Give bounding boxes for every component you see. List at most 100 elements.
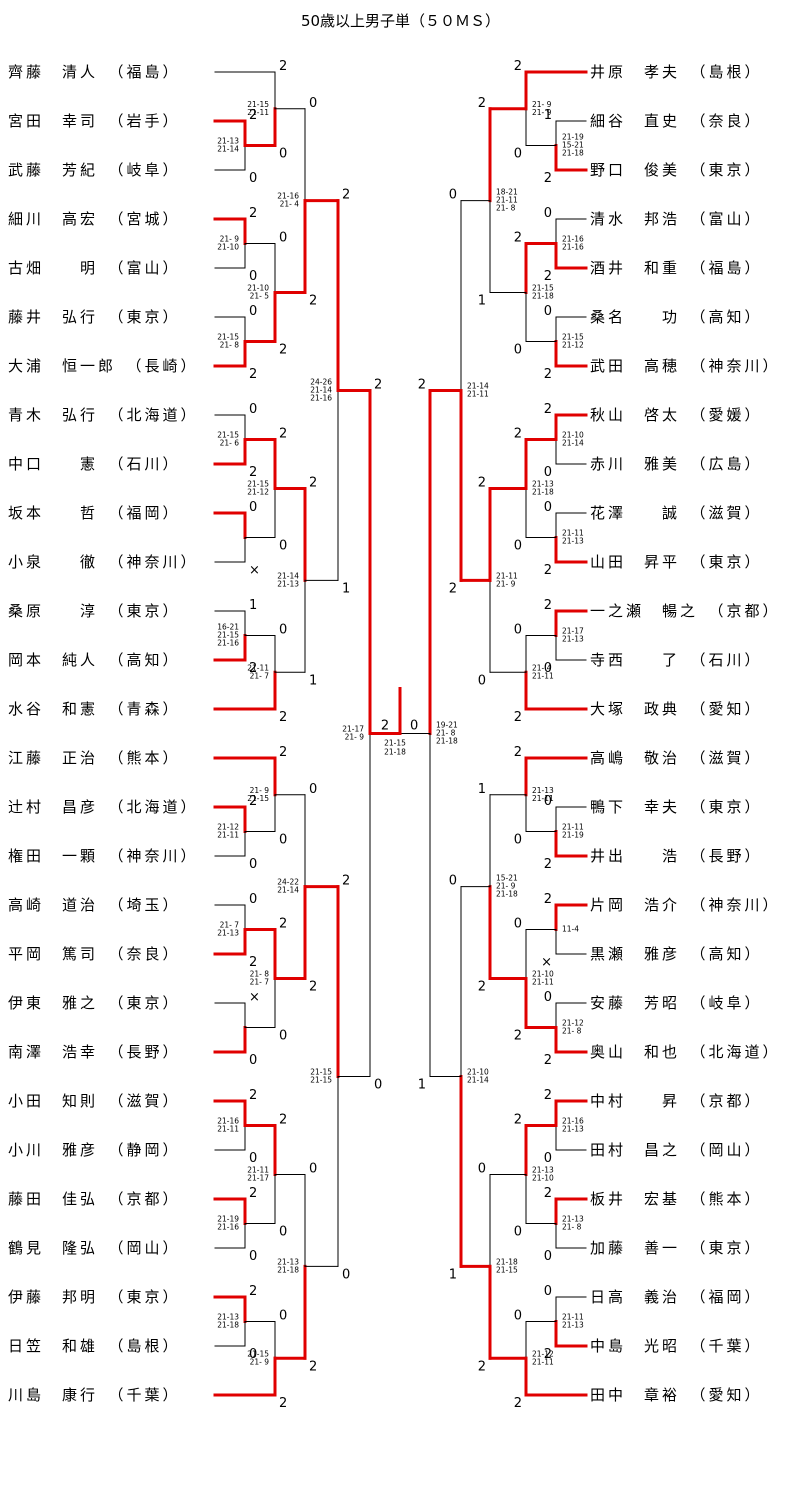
player-name-right: 片岡 浩介 （神奈川） — [590, 896, 781, 914]
player-name-right: 日高 義治 （福岡） — [590, 1288, 763, 1306]
match-score: 2 — [249, 206, 257, 221]
match-score: 2 — [544, 1053, 552, 1068]
player-name-left: 中口 憲 （石川） — [8, 455, 181, 473]
match-score: 2 — [374, 378, 382, 393]
match-score: 0 — [514, 1225, 522, 1240]
game-score: 21- 7 — [250, 671, 270, 680]
match-score: 1 — [449, 1267, 457, 1282]
player-name-left: 伊藤 邦明 （東京） — [8, 1288, 181, 1306]
game-score: 21-10 — [562, 431, 584, 440]
match-score: 2 — [544, 1347, 552, 1362]
game-score: 21-11 — [217, 1125, 239, 1134]
player-name-right: 板井 宏基 （熊本） — [590, 1190, 763, 1208]
game-score: 21-15 — [217, 333, 239, 342]
game-score: 21- 8 — [496, 204, 516, 213]
game-score: 21-11 — [247, 108, 269, 117]
game-score: 21- 7 — [250, 978, 270, 987]
game-score: 21-17 — [247, 1174, 269, 1183]
game-score: 21-13 — [532, 480, 554, 489]
match-score: 0 — [279, 1029, 287, 1044]
game-score: 21-11 — [247, 1166, 269, 1175]
player-name-left: 宮田 幸司 （岩手） — [8, 112, 181, 130]
player-name-right: 黒瀬 雅彦 （高知） — [590, 945, 763, 963]
game-score: 21- 8 — [436, 729, 456, 738]
match-score: 2 — [249, 465, 257, 480]
game-score: 21-15 — [532, 284, 554, 293]
match-score: 2 — [544, 367, 552, 382]
player-name-right: 清水 邦浩 （富山） — [590, 210, 763, 228]
match-score: 2 — [449, 581, 457, 596]
game-score: 21-16 — [277, 192, 299, 201]
match-score: 0 — [544, 500, 552, 515]
match-score: 0 — [249, 269, 257, 284]
player-name-right: 安藤 芳昭 （岐阜） — [590, 994, 763, 1012]
player-name-left: 川島 康行 （千葉） — [8, 1386, 181, 1404]
player-name-left: 伊東 雅之 （東京） — [8, 994, 181, 1012]
match-score: 2 — [309, 980, 317, 995]
player-name-right: 田村 昌之 （岡山） — [590, 1141, 763, 1159]
match-score: 0 — [309, 1162, 317, 1177]
player-name-right: 酒井 和重 （福島） — [590, 259, 763, 277]
player-name-right: 大塚 政典 （愛知） — [590, 700, 763, 718]
game-score: 21-18 — [496, 1257, 518, 1266]
match-score: 0 — [309, 782, 317, 797]
game-score: 21-15 — [247, 480, 269, 489]
match-score: 2 — [249, 367, 257, 382]
match-score: 2 — [279, 427, 287, 442]
game-score: 21-15 — [496, 1265, 518, 1274]
game-score: 16-21 — [217, 623, 239, 632]
match-score: 0 — [279, 623, 287, 638]
game-score: 21-14 — [277, 571, 299, 580]
game-score: 21-19 — [562, 831, 584, 840]
game-score: 21-14 — [467, 382, 489, 391]
match-score: 2 — [342, 188, 350, 203]
match-score: 0 — [249, 1053, 257, 1068]
match-score: 1 — [544, 108, 552, 123]
game-score: 21-13 — [532, 1166, 554, 1175]
match-score: 0 — [514, 343, 522, 358]
match-score: 0 — [478, 1162, 486, 1177]
game-score: 21-18 — [532, 292, 554, 301]
game-score: 21-12 — [562, 341, 584, 350]
game-score: 21-13 — [532, 786, 554, 795]
match-score: 2 — [279, 917, 287, 932]
player-name-left: 岡本 純人 （高知） — [8, 651, 181, 669]
final-score-right: 0 — [410, 719, 418, 734]
game-score: 21-10 — [532, 970, 554, 979]
player-name-left: 日笠 和雄 （島根） — [8, 1337, 181, 1355]
game-score: 21- 5 — [250, 292, 270, 301]
game-score: 21-16 — [562, 235, 584, 244]
game-score: 21-17 — [342, 725, 364, 734]
game-score: 21-13 — [217, 929, 239, 938]
player-name-left: 水谷 和憲 （青森） — [8, 700, 181, 718]
match-score: 0 — [249, 500, 257, 515]
player-name-right: 高嶋 敬治 （滋賀） — [590, 749, 763, 767]
game-score: 21-14 — [277, 886, 299, 895]
player-name-left: 大浦 恒一郎 （長崎） — [8, 357, 199, 375]
player-name-right: 一之瀬 暢之 （京都） — [590, 602, 781, 620]
player-name-right: 武田 高穂 （神奈川） — [590, 357, 781, 375]
match-score: 0 — [249, 171, 257, 186]
match-score: 0 — [514, 833, 522, 848]
match-score: 0 — [478, 673, 486, 688]
game-score: 21-11 — [562, 1313, 584, 1322]
game-score: 21- 4 — [532, 663, 552, 672]
player-name-right: 花澤 誠 （滋賀） — [590, 504, 763, 522]
match-score: 2 — [249, 1088, 257, 1103]
match-score: × — [249, 563, 260, 578]
player-name-right: 桑名 功 （高知） — [590, 308, 763, 326]
game-score: 21-18 — [496, 890, 518, 899]
match-score: 0 — [544, 1151, 552, 1166]
player-name-left: 権田 一顆 （神奈川） — [8, 847, 199, 865]
game-score: 21-13 — [562, 537, 584, 546]
player-name-right: 山田 昇平 （東京） — [590, 553, 763, 571]
match-score: 2 — [279, 1113, 287, 1128]
game-score: 21-12 — [217, 823, 239, 832]
match-score: 0 — [544, 465, 552, 480]
match-score: 0 — [279, 1309, 287, 1324]
game-score: 21- 8 — [220, 341, 240, 350]
match-score: 1 — [249, 598, 257, 613]
match-score: 0 — [279, 833, 287, 848]
game-score: 21-14 — [562, 439, 584, 448]
player-name-left: 南澤 浩幸 （長野） — [8, 1043, 181, 1061]
